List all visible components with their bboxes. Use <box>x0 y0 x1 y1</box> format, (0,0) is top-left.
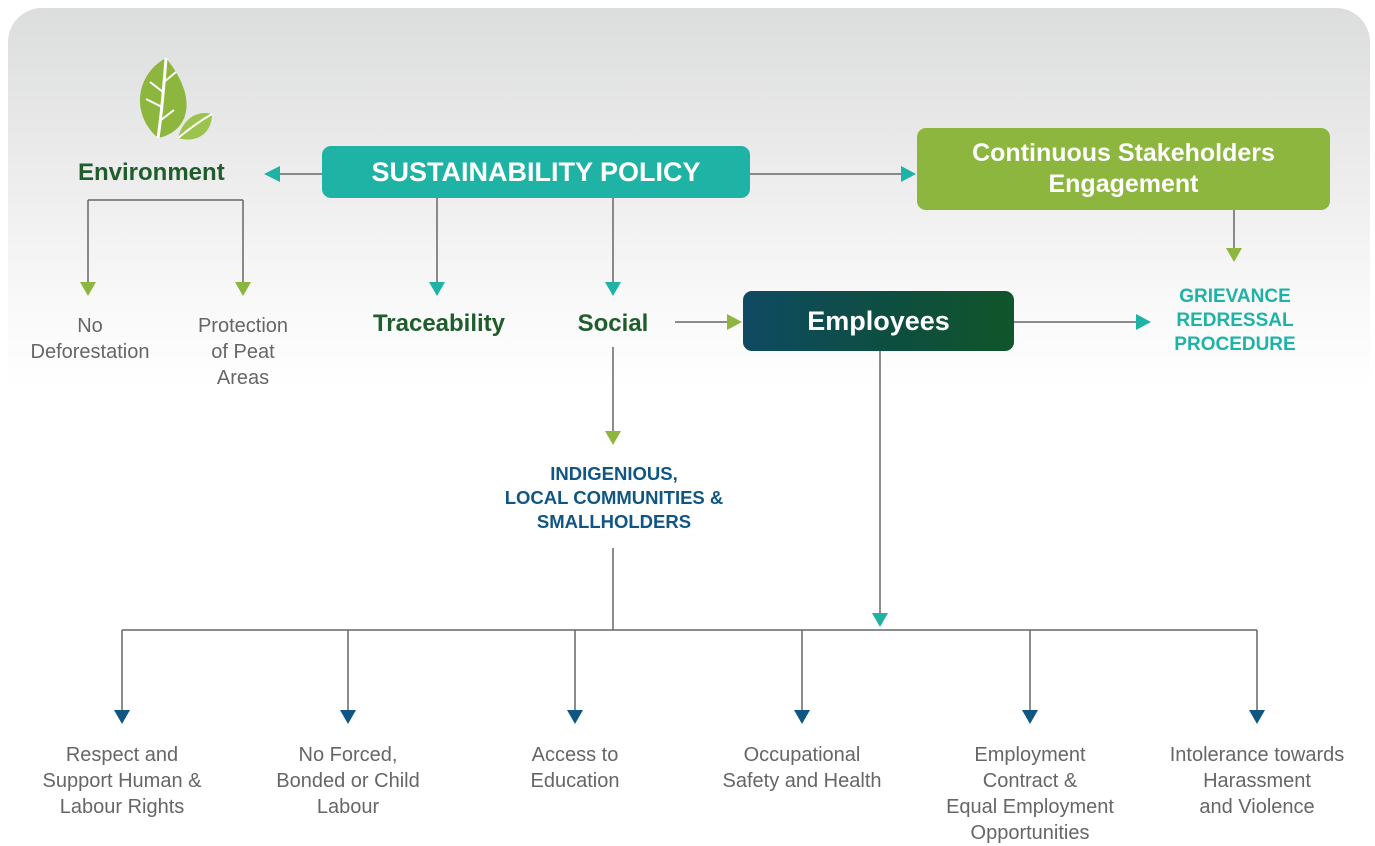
environment-label: Environment <box>78 159 225 186</box>
no-deforestation-label: No Deforestation <box>30 315 150 363</box>
peat-protection-label: Protection of Peat Areas <box>197 315 289 389</box>
arrowheads <box>80 166 1265 724</box>
outcome-employment: Employment Contract & Equal Employment O… <box>946 744 1114 844</box>
employees-box: Employees <box>743 291 1014 351</box>
social-label: Social <box>577 310 649 337</box>
communities-label: INDIGENIOUS, LOCAL COMMUNITIES & SMALLHO… <box>504 463 724 532</box>
leaf-icon <box>139 57 213 140</box>
outcome-harassment: Intolerance towards Harassment and Viole… <box>1169 744 1345 818</box>
grievance-procedure-label: GRIEVANCE REDRESSAL PROCEDURE <box>1174 286 1296 355</box>
outcome-safety-health: Occupational Safety and Health <box>722 744 882 792</box>
stakeholders-engagement-box: Continuous Stakeholders Engagement <box>917 128 1330 210</box>
traceability-label: Traceability <box>372 310 506 337</box>
outcome-education: Access to Education <box>530 744 620 792</box>
outcome-human-rights: Respect and Support Human & Labour Right… <box>42 744 202 818</box>
outcome-forced-labour: No Forced, Bonded or Child Labour <box>276 744 420 818</box>
sustainability-policy-box: SUSTAINABILITY POLICY <box>322 146 750 198</box>
